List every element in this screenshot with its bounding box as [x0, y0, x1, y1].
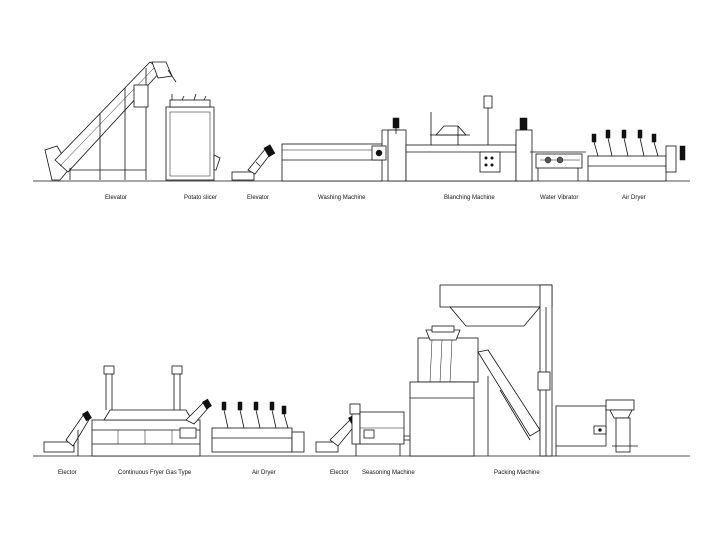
label-blanching-machine: Blanching Machine [444, 195, 495, 201]
elevator-1-machine [44, 61, 177, 181]
label-elevator-2: Elevator [247, 195, 269, 201]
label-elevator-4: Elector [330, 470, 349, 476]
washing-machine-unit [281, 117, 407, 182]
continuous-fryer-unit [91, 365, 212, 457]
label-elevator-1: Elevator [105, 195, 127, 201]
label-air-dryer-1: Air Dryer [622, 195, 646, 201]
label-potato-slicer: Potato slicer [184, 195, 217, 201]
elevator-4-machine [315, 414, 358, 453]
elevator-2-machine [231, 144, 276, 181]
water-vibrator-unit [530, 151, 586, 181]
air-dryer-1-unit [587, 129, 686, 182]
air-dryer-2-fans [221, 401, 289, 429]
label-elevator-3: Elector [58, 470, 77, 476]
label-air-dryer-2: Air Dryer [252, 470, 276, 476]
elevator-3-machine [43, 410, 92, 456]
label-washing-machine: Washing Machine [318, 195, 366, 201]
potato-slicer-machine [165, 93, 221, 181]
blanching-machine-unit [405, 95, 533, 182]
packing-machine-unit [409, 284, 638, 457]
label-seasoning-machine: Seasoning Machine [362, 470, 415, 476]
label-packing-machine: Packing Machine [494, 470, 540, 476]
air-dryer-2-unit [211, 401, 305, 453]
label-water-vibrator: Water Vibrator [540, 195, 578, 201]
label-continuous-fryer: Continuous Fryer Gas Type [118, 470, 192, 476]
air-dryer-1-fans [591, 129, 659, 157]
